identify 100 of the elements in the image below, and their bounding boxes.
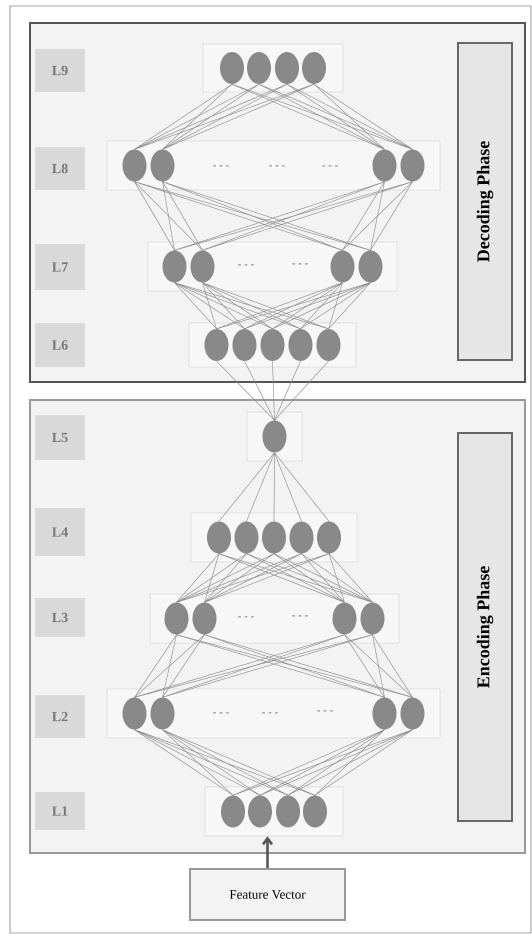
connection-line: [134, 84, 260, 150]
connection-line: [300, 282, 343, 330]
layer-label: L9: [35, 49, 85, 92]
connection-line: [174, 282, 245, 330]
connection-line: [342, 181, 413, 251]
neuron-circle: [372, 150, 396, 182]
ellipsis-dashes: - - -: [238, 616, 254, 618]
neuron-circle: [317, 522, 341, 554]
connection-line: [244, 282, 371, 330]
connection-line: [174, 282, 273, 330]
connection-line: [134, 729, 260, 796]
neuron-circle: [290, 522, 314, 554]
neuron-circle: [150, 698, 174, 730]
connection-line: [162, 634, 205, 698]
neuron-circle: [162, 250, 186, 282]
neuron-circle: [232, 329, 256, 361]
connection-line: [274, 452, 330, 522]
layer-label: L6: [35, 323, 85, 367]
connection-line: [174, 282, 329, 330]
connection-line: [246, 553, 373, 603]
connection-line: [174, 282, 301, 330]
connection-line: [204, 553, 302, 603]
neuron-circle: [248, 796, 272, 828]
connection-line: [370, 181, 413, 251]
neuron-circle: [332, 602, 356, 634]
neuron-circle: [190, 250, 214, 282]
neuron-circle: [302, 52, 326, 84]
neuron-circle: [262, 522, 286, 554]
connection-line: [260, 729, 385, 796]
connection-line: [218, 452, 275, 522]
phase-label-box: Encoding Phase: [457, 432, 513, 822]
neuron-circle: [262, 420, 286, 452]
phase-label-box: Decoding Phase: [457, 42, 513, 361]
neuron-circle: [221, 796, 245, 828]
layer-label: L8: [35, 147, 85, 190]
connection-line: [216, 360, 275, 421]
connection-line: [202, 282, 273, 330]
neuron-circle: [192, 602, 216, 634]
neuron-circle: [234, 522, 258, 554]
connection-line: [344, 634, 413, 698]
connection-line: [272, 282, 371, 330]
layer-label: L7: [35, 244, 85, 290]
neuron-circle: [220, 52, 244, 84]
ellipsis-dashes: - - -: [317, 710, 333, 712]
connection-line: [274, 360, 329, 421]
ellipsis-dashes: - - -: [262, 712, 278, 714]
layer-label: L2: [35, 695, 85, 738]
connection-line: [328, 553, 345, 603]
connection-line: [162, 181, 203, 251]
connection-line: [202, 282, 329, 330]
ellipsis-dashes: - - -: [238, 264, 254, 266]
connection-line: [288, 729, 413, 796]
connection-line: [274, 553, 345, 603]
connection-line: [274, 360, 301, 421]
connection-line: [274, 553, 373, 603]
neuron-circle: [358, 250, 382, 282]
connection-line: [162, 729, 316, 796]
connection-line: [314, 84, 385, 150]
connection-line: [176, 553, 247, 603]
connection-line: [216, 282, 371, 330]
neuron-circle: [360, 602, 384, 634]
connection-line: [162, 84, 260, 150]
connection-line: [162, 634, 177, 698]
connection-line: [134, 84, 232, 150]
connection-line: [244, 360, 275, 421]
connection-line: [216, 282, 343, 330]
connection-line: [301, 553, 345, 603]
neuron-circle: [122, 150, 146, 182]
neuron-circle: [303, 796, 327, 828]
connection-line: [286, 84, 413, 150]
connection-line: [202, 282, 217, 330]
neuron-circle: [330, 250, 354, 282]
connection-line: [246, 553, 345, 603]
connection-line: [274, 452, 275, 522]
connection-line: [328, 282, 371, 330]
connection-line: [134, 634, 205, 698]
connection-line: [134, 729, 234, 796]
connection-line: [174, 282, 217, 330]
connection-line: [176, 553, 274, 603]
neuron-circle: [400, 698, 424, 730]
ellipsis-dashes: - - -: [213, 712, 229, 714]
connection-line: [328, 282, 343, 330]
layer-label: L3: [35, 598, 85, 637]
neuron-circle: [400, 150, 424, 182]
neuron-circle: [207, 522, 231, 554]
neuron-circle: [247, 52, 271, 84]
connection-line: [344, 634, 385, 698]
connection-line: [204, 553, 330, 603]
connection-line: [162, 729, 260, 796]
neuron-circle: [372, 698, 396, 730]
input-box: Feature Vector: [189, 868, 346, 921]
connection-line: [258, 84, 385, 150]
neuron-circle: [122, 698, 146, 730]
neuron-circle: [316, 329, 340, 361]
connection-line: [246, 452, 275, 522]
connection-line: [204, 553, 220, 603]
layer-label: L4: [35, 508, 85, 556]
connection-line: [314, 729, 413, 796]
connection-line: [162, 84, 314, 150]
connection-line: [176, 553, 330, 603]
